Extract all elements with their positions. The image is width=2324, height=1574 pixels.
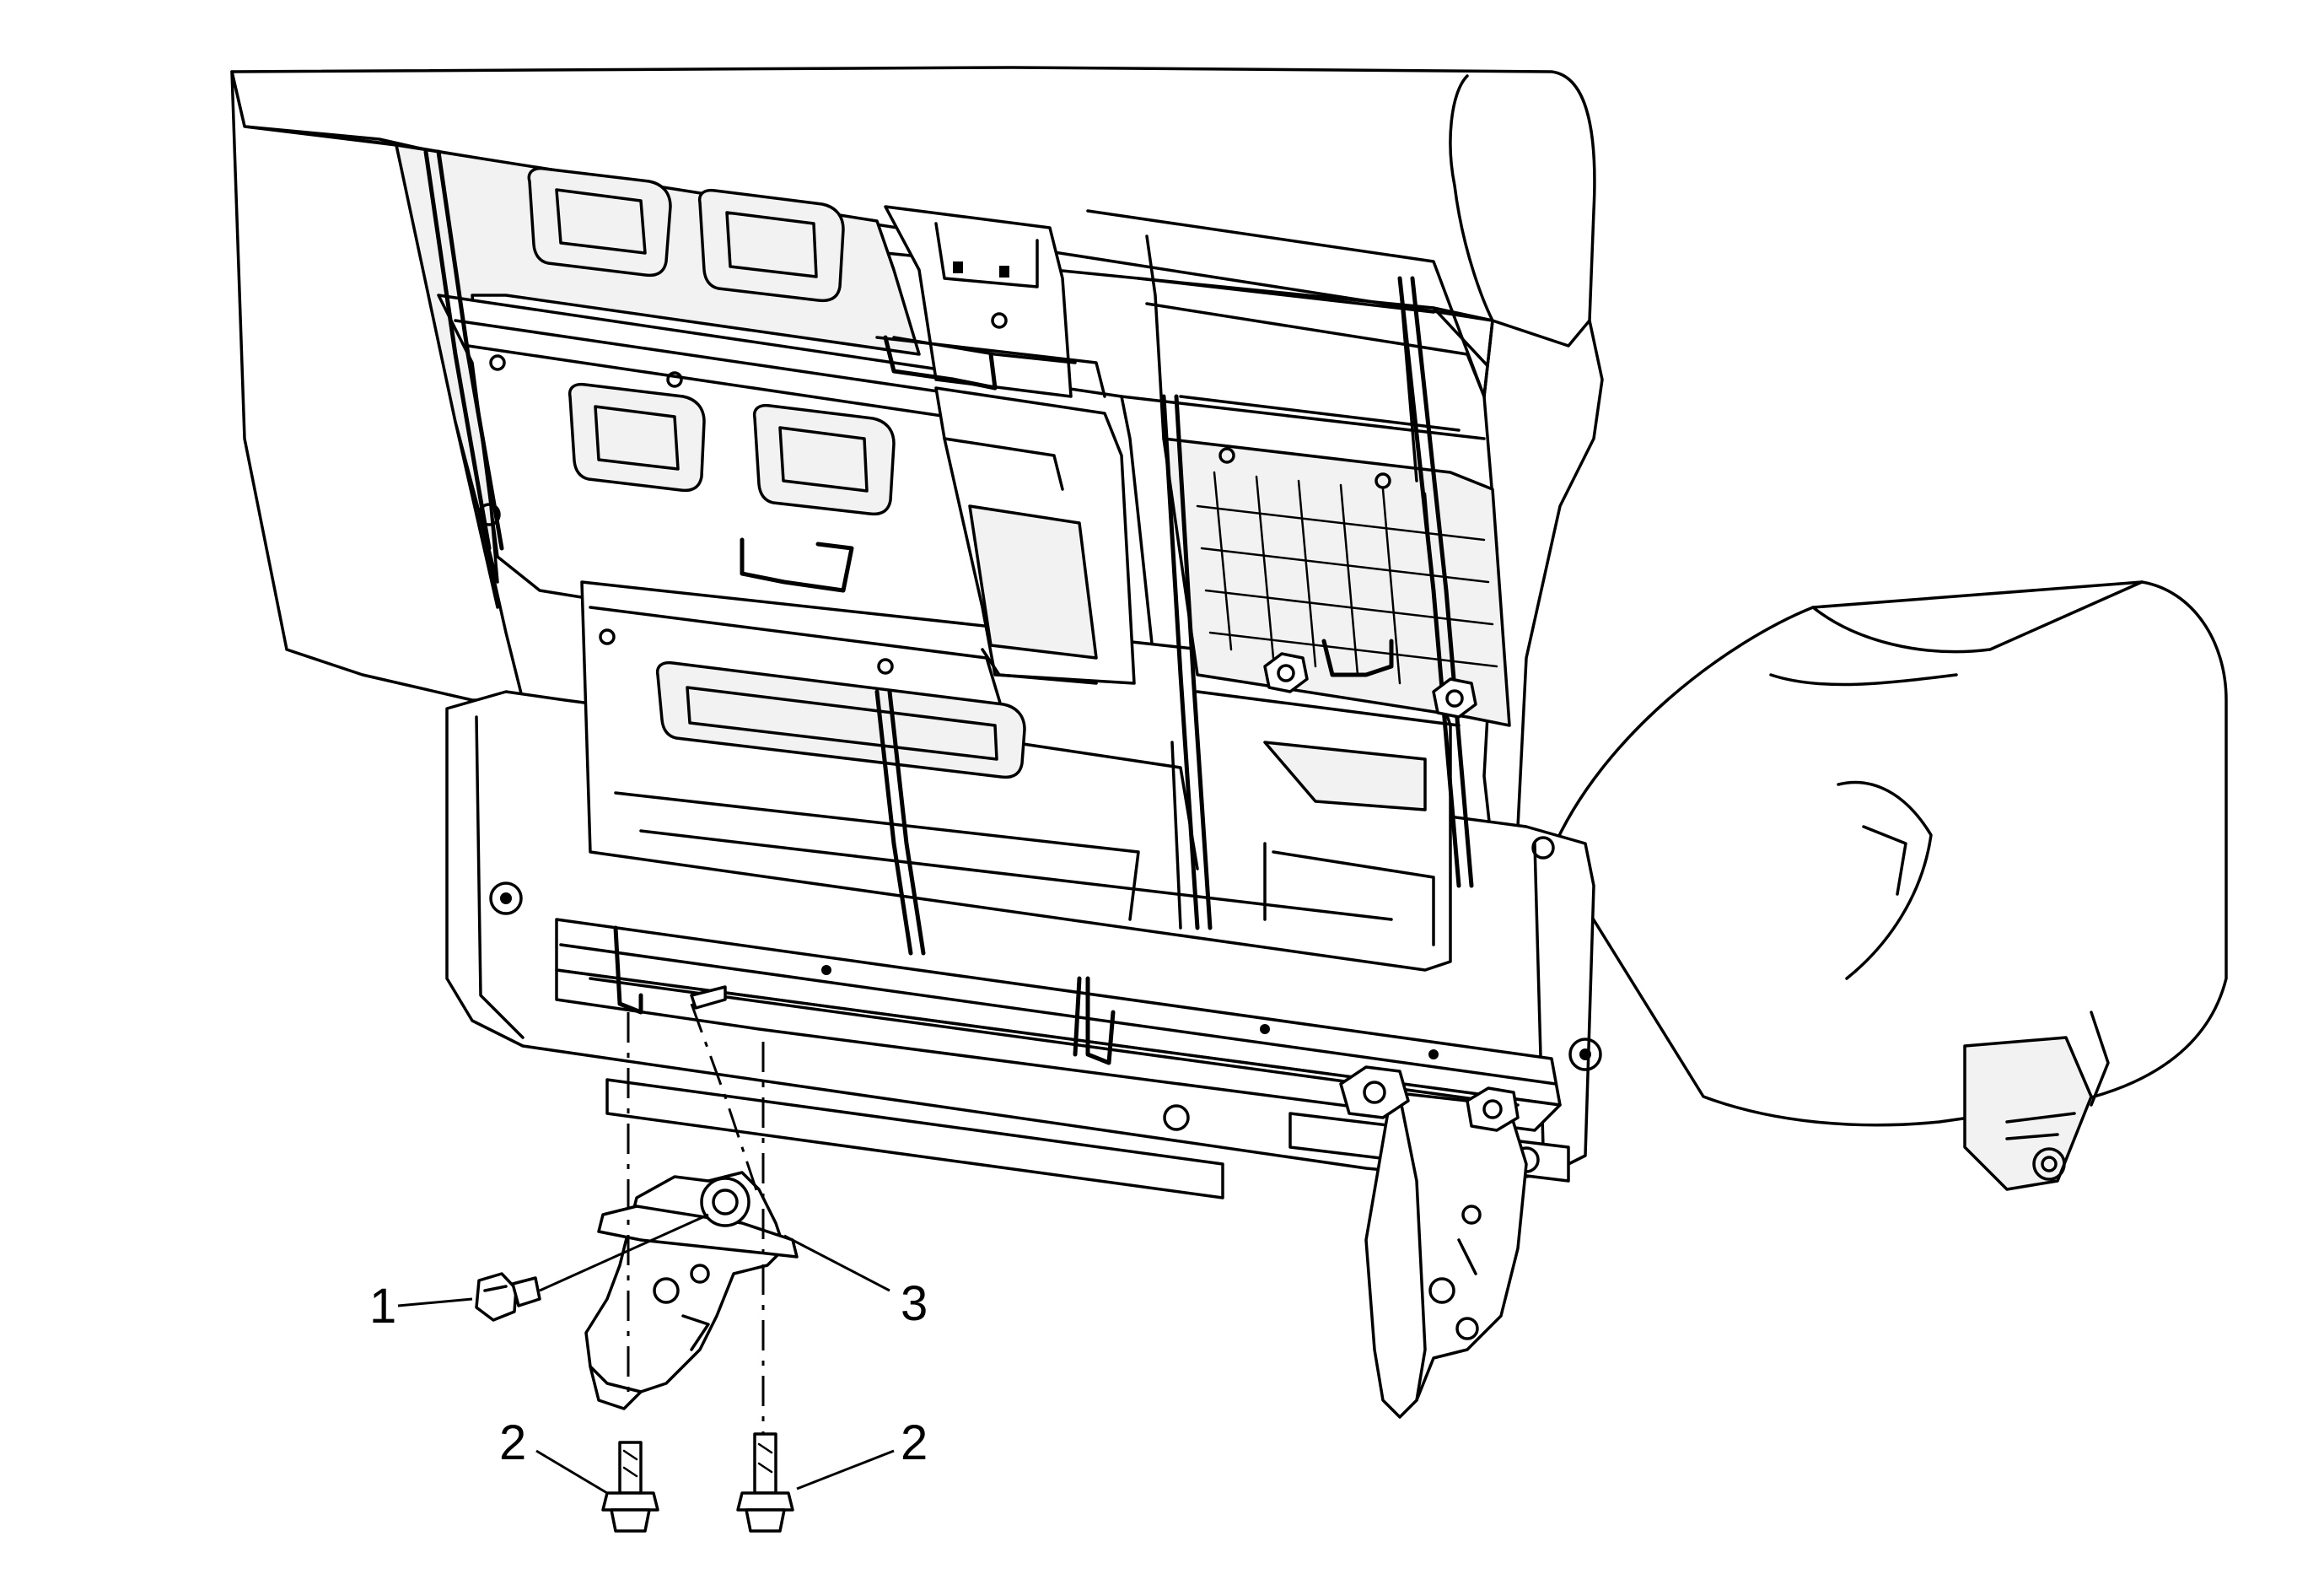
bottom-cross-bar bbox=[555, 918, 1570, 1199]
callout-label-2-right: 2 bbox=[901, 1415, 928, 1470]
mesh-grid bbox=[1196, 471, 1498, 693]
callout-label-2-left: 2 bbox=[499, 1415, 526, 1470]
seat-cushion bbox=[1550, 580, 2228, 1191]
alignment-lines bbox=[627, 1003, 765, 1485]
right-recliner-bracket bbox=[1339, 1065, 1528, 1419]
back-bolts bbox=[1263, 652, 1477, 719]
wire-rods bbox=[423, 149, 1474, 956]
left-recliner-bracket bbox=[584, 1171, 799, 1410]
callout-label-3: 3 bbox=[901, 1276, 928, 1331]
callout-leaders bbox=[397, 1213, 895, 1495]
fastener-bolt-2-left bbox=[601, 1441, 659, 1533]
fastener-bolt-1 bbox=[475, 1272, 541, 1322]
handle-cutouts bbox=[477, 166, 1026, 779]
callout-label-1: 1 bbox=[369, 1279, 396, 1334]
fastener-bolt-2-right bbox=[736, 1432, 794, 1533]
